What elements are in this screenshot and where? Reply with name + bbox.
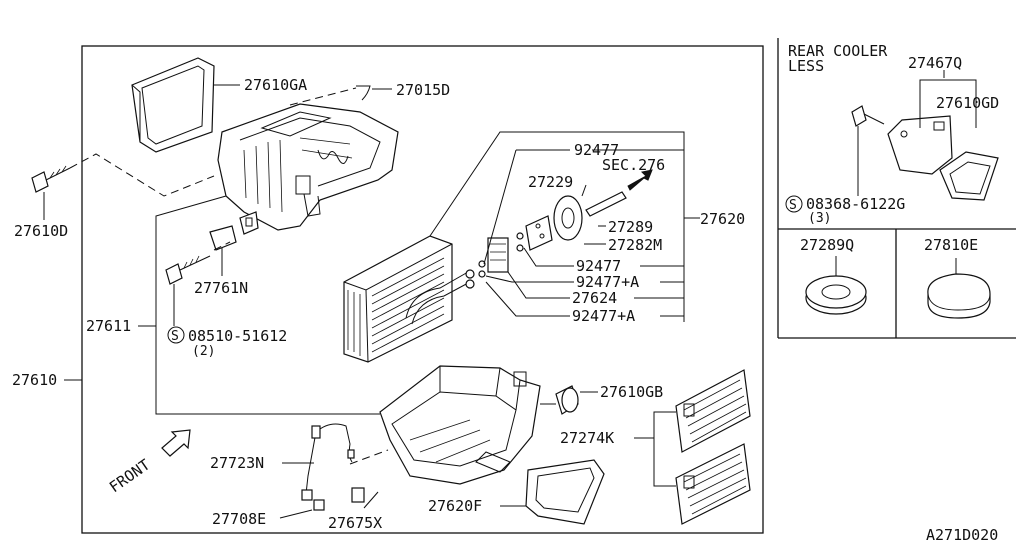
label-92477-b: 92477 [576,257,621,275]
label-92477a-b: 92477+A [572,307,635,325]
label-08368-qty: (3) [808,211,831,226]
label-08510-qty: (2) [192,344,215,359]
grommet-27289q [805,275,867,315]
filter-27274k-upper [675,369,751,453]
spacer-27610gb [555,385,579,415]
front-arrow [161,429,191,457]
label-sec276: SEC.276 [602,156,665,174]
wire-27015d [356,85,371,101]
label-08510: 08510-51612 [188,327,287,345]
filter-frame-27620f [525,459,605,525]
filter-27274k-lower [675,443,751,525]
bracket-27611 [155,195,380,415]
label-27015d: 27015D [396,81,450,99]
bolt-27610d [31,165,71,193]
label-27810e: 27810E [924,236,978,254]
screw-symbol-08368 [785,195,803,213]
screw-08510 [165,255,211,326]
label-92477-a: 92477 [574,141,619,159]
lower-case [379,365,541,485]
label-front: FRONT [106,456,153,497]
label-27610d: 27610D [14,222,68,240]
label-27624: 27624 [572,289,617,307]
label-27611: 27611 [86,317,131,335]
bracket-27467q [887,115,953,175]
label-27229: 27229 [528,173,573,191]
label-27761n: 27761N [194,279,248,297]
filter-frame-27610ga [131,57,215,153]
label-27620: 27620 [700,210,745,228]
label-27610gb: 27610GB [600,383,663,401]
diagram-id: A271D020 [926,526,998,544]
pipe-27289 [525,195,583,251]
label-rear-less: LESS [788,57,824,75]
screw-08368 [851,105,885,196]
label-27274k: 27274K [560,429,614,447]
expansion-valve-27624 [487,237,509,273]
label-27610gd: 27610GD [936,94,999,112]
screw-symbol-08368-text: S [789,198,797,213]
label-27723n: 27723N [210,454,264,472]
label-27610ga: 27610GA [244,76,307,94]
label-27620f: 27620F [428,497,482,515]
evaporator-27620 [343,235,475,363]
arrow-sec276 [627,169,653,191]
label-27708e: 27708E [212,510,266,528]
connector-27675x [351,487,365,503]
main-frame [81,45,764,534]
upper-housing [217,103,399,231]
connector-27708e [313,499,325,511]
cap-27810e [927,273,991,319]
screw-symbol-08510 [167,326,185,344]
label-27675x: 27675X [328,514,382,532]
label-92477a-a: 92477+A [576,273,639,291]
label-27289: 27289 [608,218,653,236]
label-27610: 27610 [12,371,57,389]
seal-27610gd [939,151,999,201]
label-27282m: 27282M [608,236,662,254]
tube-27229 [585,191,627,217]
label-rear-cooler: REAR COOLER [788,42,888,60]
harness-27723n [301,423,355,501]
label-08368: 08368-6122G [806,195,905,213]
label-27467q: 27467Q [908,54,962,72]
screw-symbol-08510-text: S [171,329,179,344]
resistor-27761n [209,211,259,276]
label-27289q: 27289Q [800,236,854,254]
